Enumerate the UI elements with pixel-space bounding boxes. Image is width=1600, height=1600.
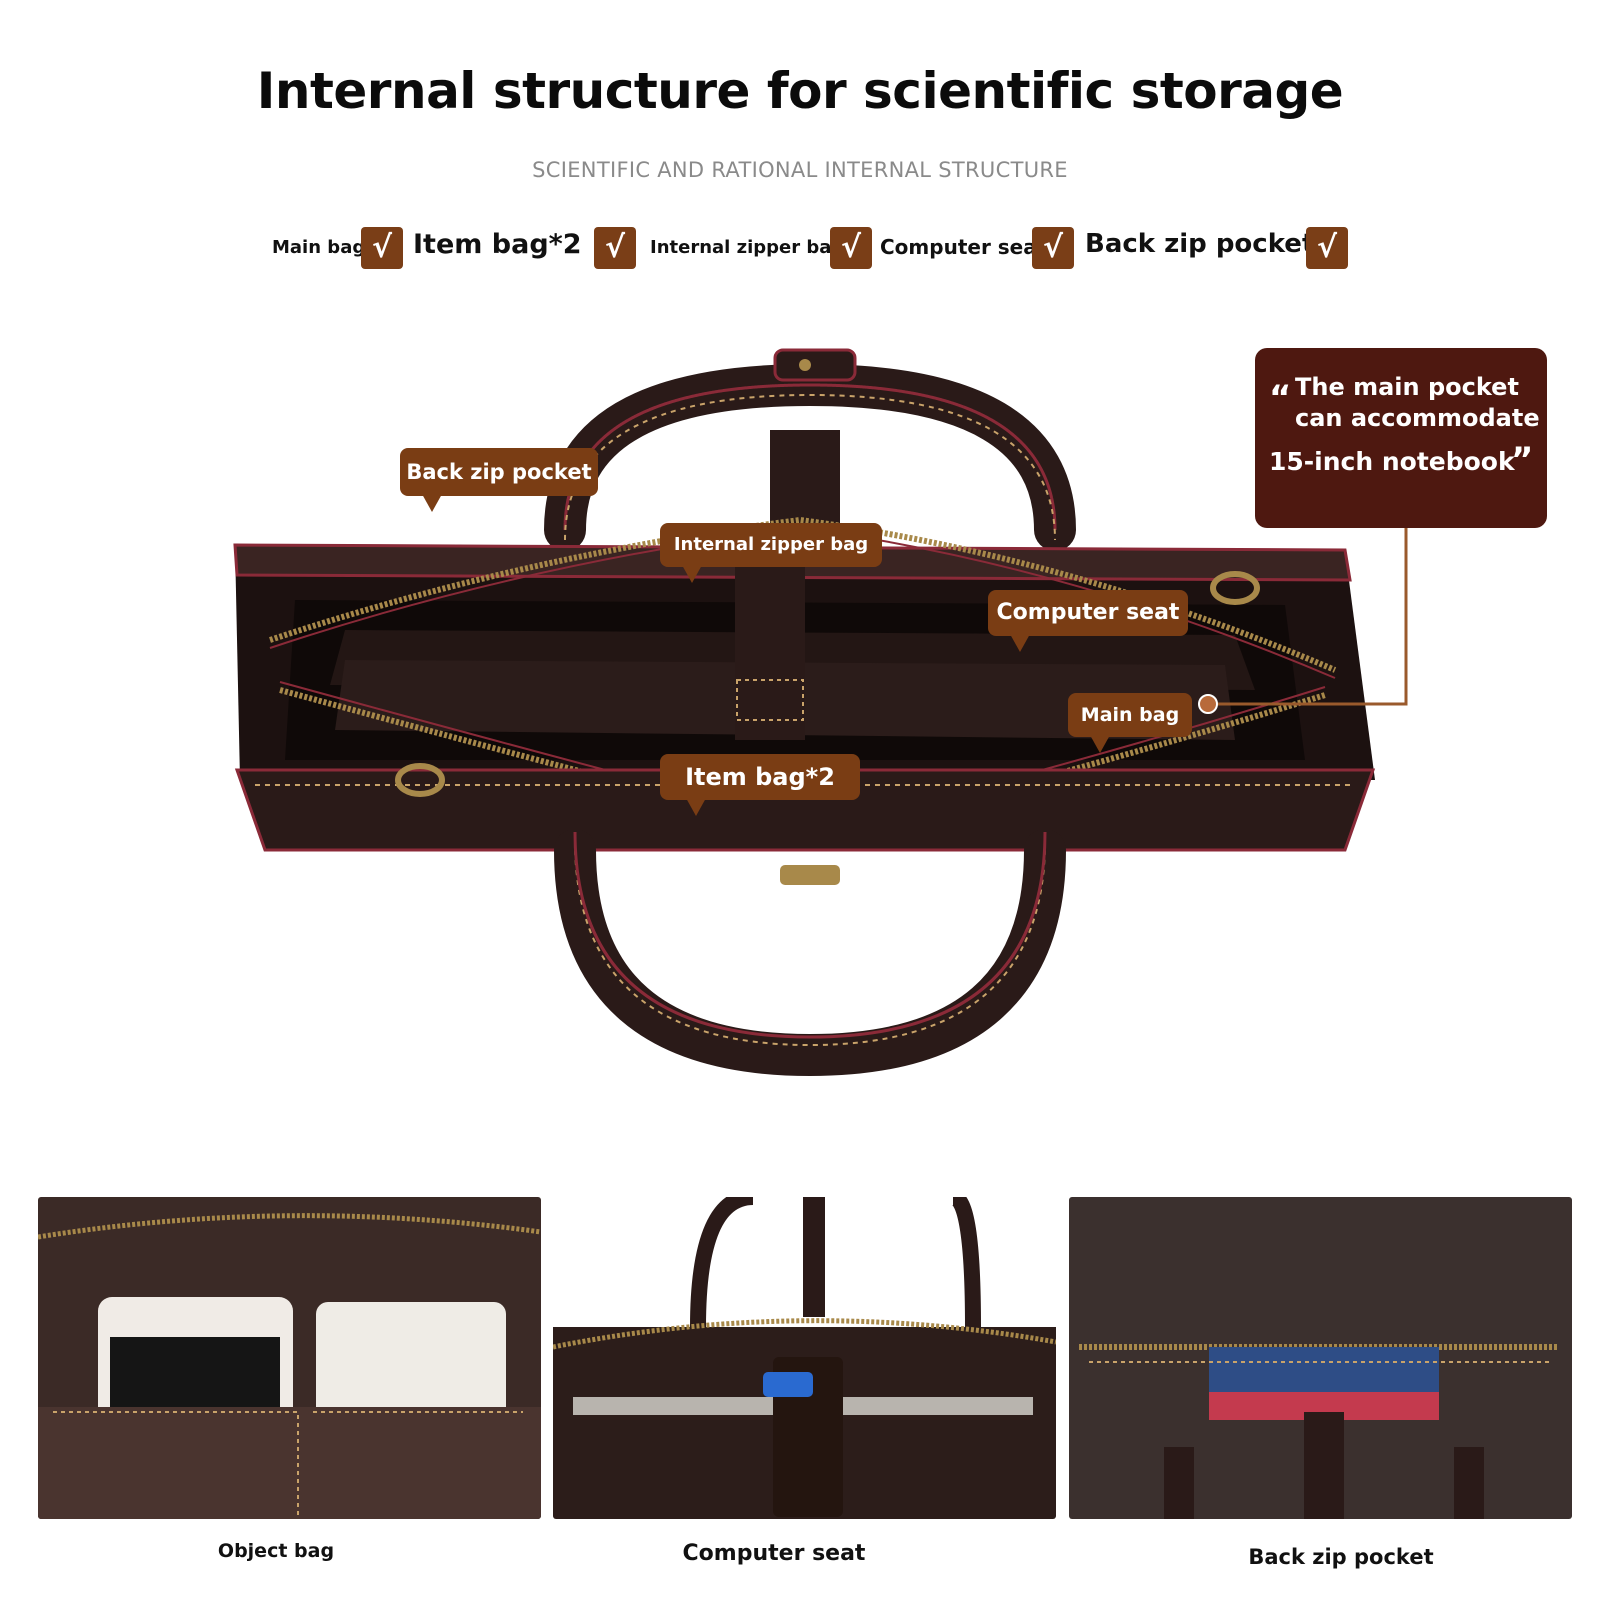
info-connector-line [1198,528,1408,714]
info-line-1: The main pocket [1295,373,1519,401]
check-icon: √ [830,227,872,269]
feature-label-internal-zipper-bag: Internal zipper bag [650,237,845,258]
info-box: “ The main pocket can accommodate 15-inc… [1255,348,1547,528]
open-quote-icon: “ [1269,378,1292,418]
callout-label: Computer seat [996,600,1180,625]
page-title: Internal structure for scientific storag… [256,62,1344,120]
callout-label: Internal zipper bag [673,534,869,555]
callout-back-zip-pocket: Back zip pocket [400,448,598,512]
check-icon: √ [1306,227,1348,269]
feature-label-main-bag: Main bag [272,237,366,258]
callout-main-bag: Main bag [1068,693,1192,753]
check-icon: √ [594,227,636,269]
feature-label-item-bag: Item bag*2 [413,229,582,260]
info-line-3: 15-inch notebook [1269,447,1515,476]
thumbnail-back-zip-pocket [1069,1197,1572,1519]
callout-item-bag: Item bag*2 [660,754,860,816]
callout-computer-seat: Computer seat [988,590,1188,652]
callout-label: Item bag*2 [685,763,835,791]
caption-object-bag: Object bag [217,1540,335,1562]
page-subtitle: SCIENTIFIC AND RATIONAL INTERNAL STRUCTU… [532,158,1068,182]
thumbnail-object-bag [38,1197,541,1519]
callout-label: Back zip pocket [406,460,592,484]
check-icon: √ [1032,227,1074,269]
callout-internal-zipper-bag: Internal zipper bag [660,523,882,583]
feature-label-computer-seat: Computer seat [880,235,1047,259]
caption-computer-seat: Computer seat [682,1541,866,1566]
info-line-2: can accommodate [1295,404,1540,432]
check-icon: √ [361,227,403,269]
close-quote-icon: ” [1511,440,1534,480]
thumbnail-computer-seat [553,1197,1056,1519]
callout-label: Main bag [1080,704,1180,726]
feature-label-back-zip-pocket: Back zip pocket [1085,229,1315,259]
caption-back-zip-pocket: Back zip pocket [1248,1545,1434,1569]
feature-checklist: Main bag √ Item bag*2 √ Internal zipper … [0,225,1600,275]
